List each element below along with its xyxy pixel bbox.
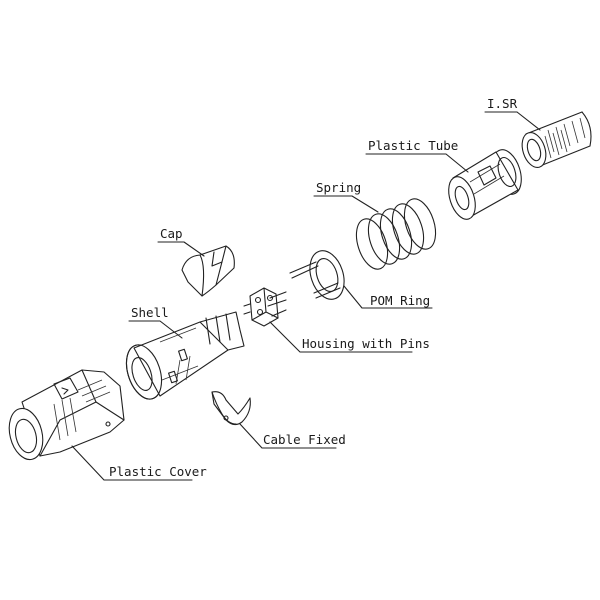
cable-fixed-part <box>211 391 251 426</box>
isr-label: I.SR <box>487 96 518 111</box>
plastic-tube-leader <box>365 153 469 173</box>
housing-with-pins-leader <box>269 321 413 353</box>
shell-part <box>125 311 245 400</box>
isr-part <box>521 111 592 169</box>
spring-label: Spring <box>316 180 361 195</box>
spring-part <box>355 198 437 270</box>
pom-ring-leader <box>343 285 433 309</box>
plastic-tube-part <box>448 149 522 220</box>
cable-fixed-label: Cable Fixed <box>263 432 346 447</box>
shell-leader <box>128 320 183 339</box>
pom-ring-part <box>289 250 345 300</box>
plastic-cover-leader <box>71 445 193 481</box>
housing-with-pins-part <box>243 287 287 327</box>
isr-leader <box>484 111 541 131</box>
plastic-cover-part <box>8 369 125 461</box>
housing-with-pins-label: Housing with Pins <box>302 336 430 351</box>
plastic-tube-label: Plastic Tube <box>368 138 458 153</box>
plastic-cover-label: Plastic Cover <box>109 464 207 479</box>
pom-ring-label: POM Ring <box>370 293 430 308</box>
cap-part <box>181 245 235 297</box>
cap-leader <box>157 241 205 257</box>
shell-label: Shell <box>131 305 169 320</box>
cap-label: Cap <box>160 226 183 241</box>
spring-leader <box>313 195 379 213</box>
cable-fixed-leader <box>239 423 337 449</box>
